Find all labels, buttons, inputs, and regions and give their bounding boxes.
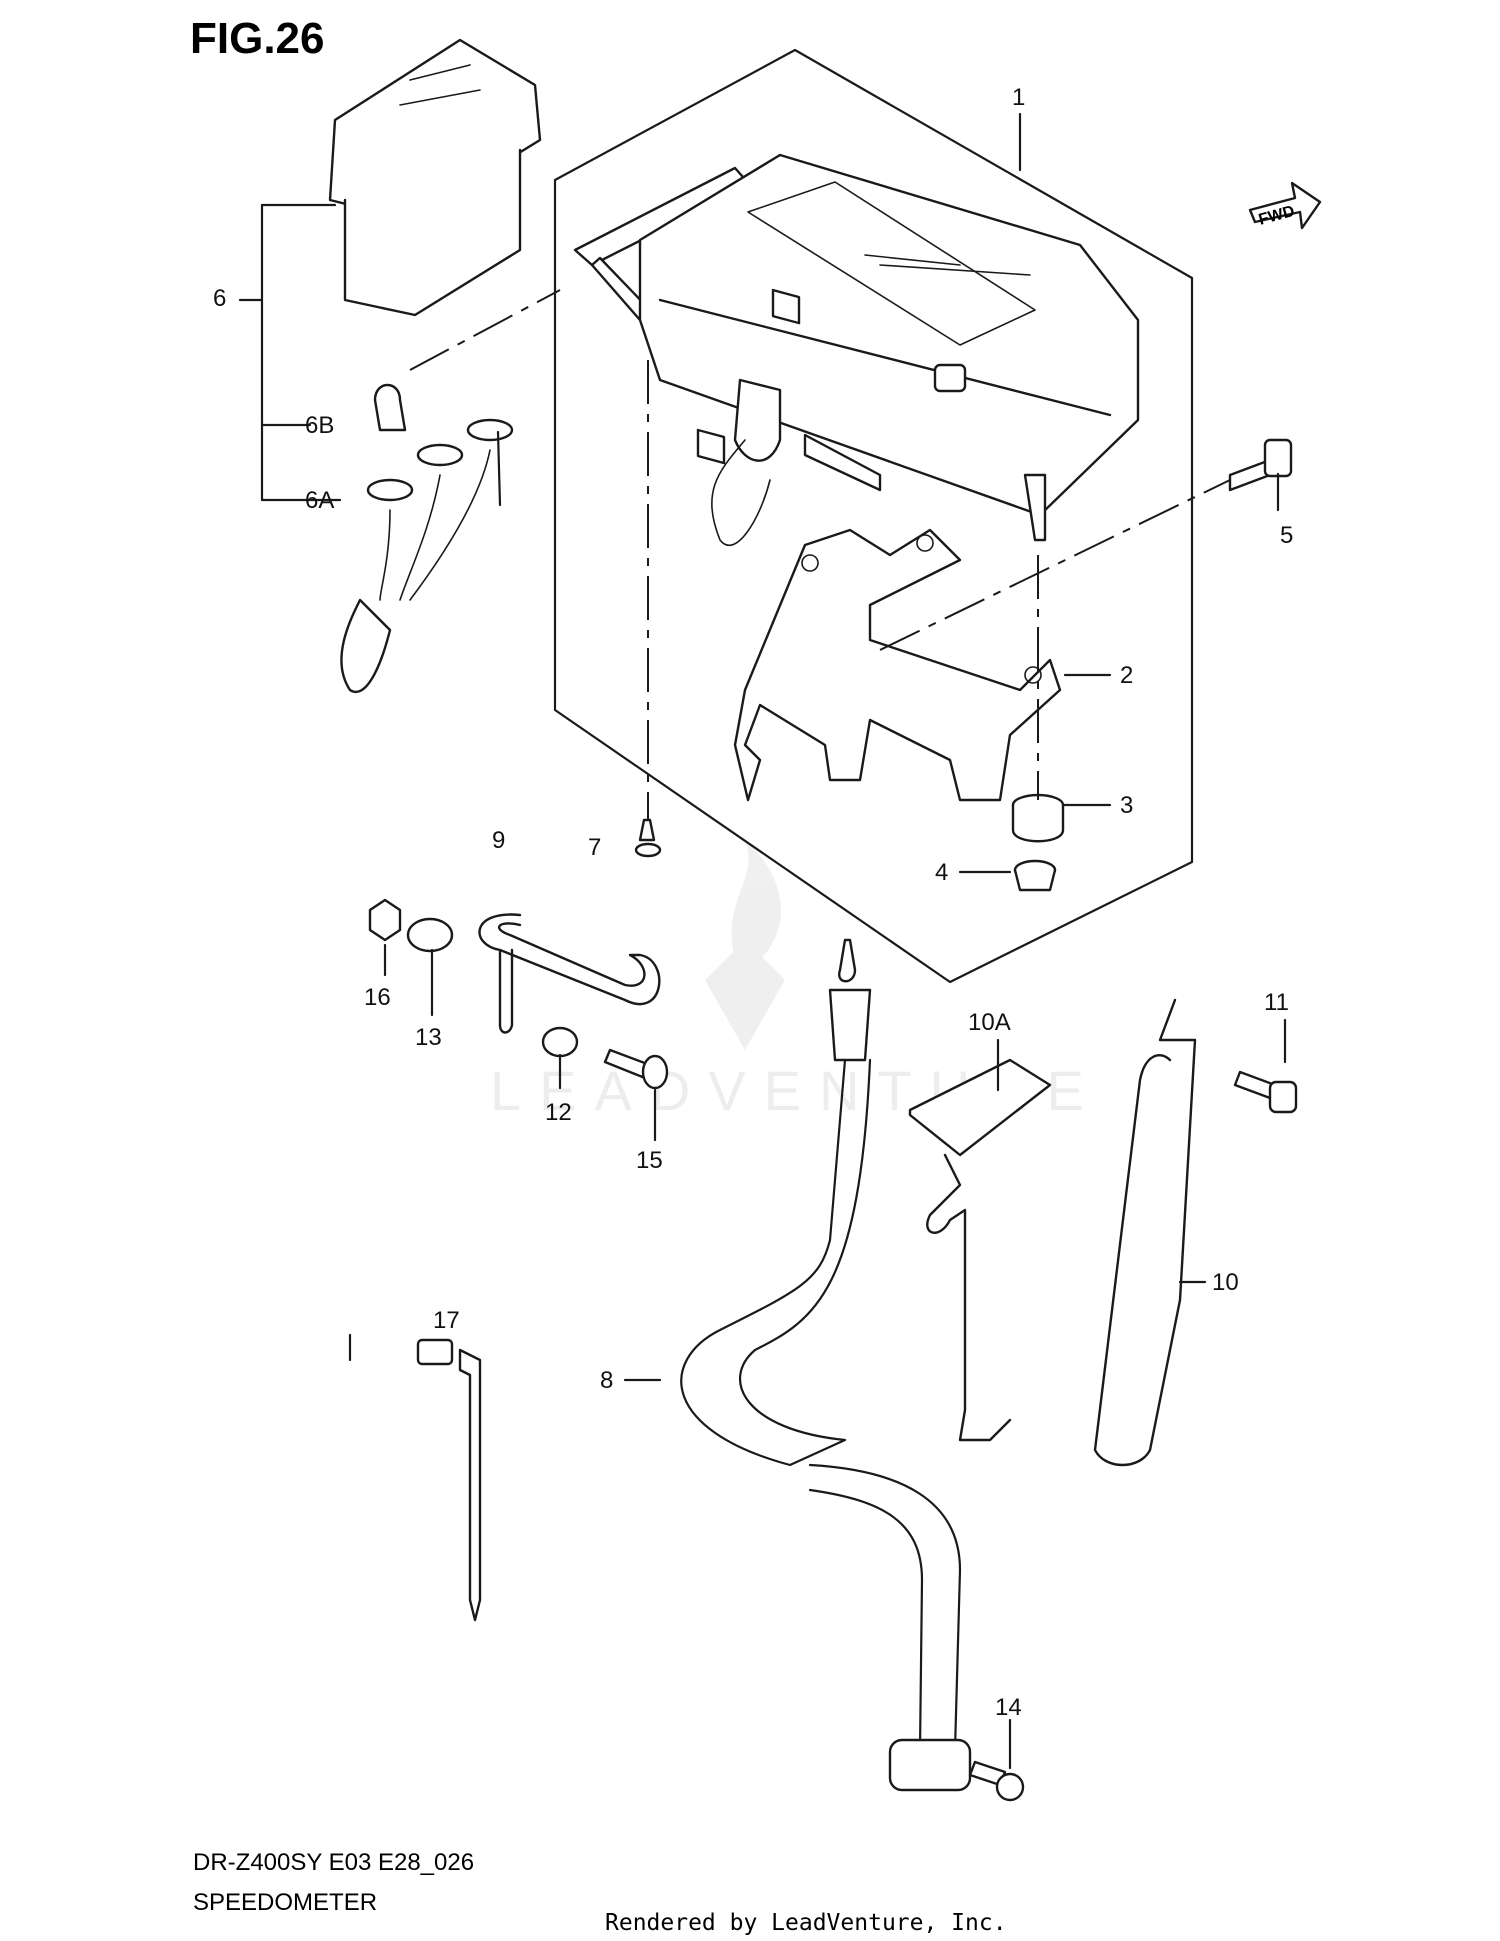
- callout-9: 9: [492, 827, 505, 854]
- bulb-6b: [373, 383, 407, 432]
- callout-8: 8: [600, 1367, 613, 1394]
- leader-dashed-cover: [409, 289, 561, 371]
- callout-16: 16: [364, 984, 391, 1011]
- speedometer-cable: [680, 938, 972, 1792]
- callout-14: 14: [995, 1694, 1022, 1721]
- fwd-arrow-badge: FWD: [1248, 181, 1322, 230]
- callout-4: 4: [935, 859, 948, 886]
- mounting-bracket: [733, 528, 1062, 802]
- callout-6a: 6A: [305, 487, 334, 514]
- cable-tie-17: [416, 1338, 482, 1622]
- rendered-by-credit: Rendered by LeadVenture, Inc.: [605, 1910, 1007, 1936]
- screw-15: [603, 1048, 669, 1090]
- callout-5: 5: [1280, 522, 1293, 549]
- callout-10: 10: [1212, 1269, 1239, 1296]
- callout-6b: 6B: [305, 412, 334, 439]
- bracket-6: [238, 203, 342, 502]
- callout-17: 17: [433, 1307, 460, 1334]
- callout-1: 1: [1012, 84, 1025, 111]
- leader-lines: [348, 112, 1287, 1770]
- wire-guide-9: [478, 913, 661, 1034]
- callout-15: 15: [636, 1147, 663, 1174]
- callout-13: 13: [415, 1024, 442, 1051]
- bulb-socket-cover: [328, 38, 542, 317]
- callout-10a: 10A: [968, 1009, 1011, 1036]
- bolt-5: [1228, 438, 1293, 492]
- washer-13: [406, 917, 454, 953]
- nut-16: [368, 898, 402, 942]
- bolt-11: [1233, 1070, 1298, 1114]
- callout-labels: 1 2 3 4 5 6 6B 6A 7 8 9 10 10A 11 12 13 …: [213, 84, 1293, 1721]
- callout-6: 6: [213, 285, 226, 312]
- speedometer-unit: [573, 153, 1140, 547]
- screw-7: [634, 818, 662, 858]
- washer-12: [541, 1026, 579, 1058]
- nut-4: [1013, 859, 1057, 892]
- callout-12: 12: [545, 1099, 572, 1126]
- grommet: [1011, 793, 1065, 843]
- callout-11: 11: [1264, 989, 1289, 1016]
- screw-14: [968, 1760, 1025, 1802]
- guide-plate-10: [1093, 998, 1197, 1467]
- cable-guide-10a: [908, 1058, 1052, 1442]
- figure-label: FIG.26: [190, 14, 325, 63]
- callout-2: 2: [1120, 662, 1133, 689]
- model-code: DR-Z400SY E03 E28_026: [193, 1849, 474, 1876]
- assembly-box-outline: [553, 48, 1194, 984]
- leader-dashed-bolt: [879, 479, 1231, 651]
- wire-harness-6a: [340, 418, 514, 694]
- callout-7: 7: [588, 834, 601, 861]
- section-title: SPEEDOMETER: [193, 1889, 377, 1916]
- callout-3: 3: [1120, 792, 1133, 819]
